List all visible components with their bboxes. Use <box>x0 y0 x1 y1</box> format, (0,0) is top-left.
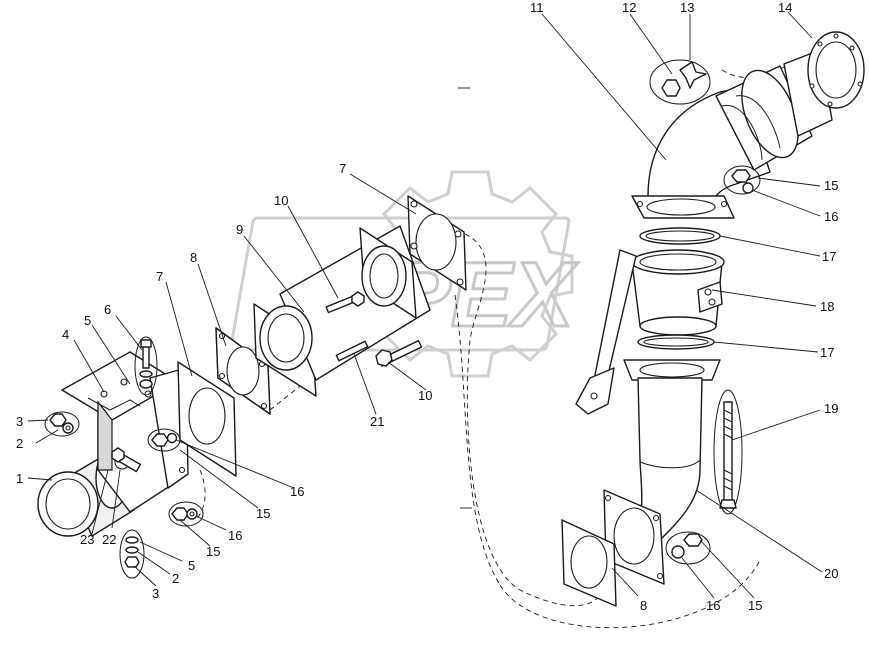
callout-21: 21 <box>370 414 384 429</box>
callout-16: 16 <box>824 209 838 224</box>
callout-1: 1 <box>16 471 23 486</box>
callout-16: 16 <box>228 528 242 543</box>
callout-5: 5 <box>188 558 195 573</box>
callout-16: 16 <box>290 484 304 499</box>
callout-13: 13 <box>680 0 694 15</box>
lower-elbow-20 <box>603 359 721 585</box>
clamp-ring-17-lower <box>637 334 715 350</box>
callout-8: 8 <box>190 250 197 265</box>
nut-washer-lower-right <box>665 531 711 565</box>
nut-washer-left <box>44 411 80 437</box>
callout-3: 3 <box>152 586 159 601</box>
callout-3: 3 <box>16 414 23 429</box>
callout-10: 10 <box>418 388 432 403</box>
callout-5: 5 <box>84 313 91 328</box>
gasket-14 <box>807 31 865 109</box>
callout-15: 15 <box>748 598 762 613</box>
clamp-18 <box>575 249 725 415</box>
callout-10: 10 <box>274 193 288 208</box>
callout-15: 15 <box>256 506 270 521</box>
callout-22: 22 <box>102 532 116 547</box>
stud-21 <box>335 340 369 362</box>
callout-18: 18 <box>820 299 834 314</box>
gasket-7-left <box>177 361 237 477</box>
callout-9: 9 <box>236 222 243 237</box>
callout-4: 4 <box>62 327 69 342</box>
callout-15: 15 <box>824 178 838 193</box>
flange-sleeve-9 <box>253 225 431 397</box>
callout-12: 12 <box>622 0 636 15</box>
callout-7: 7 <box>156 269 163 284</box>
bolt-assembly-6 <box>134 336 158 396</box>
clamp-ring-17-upper <box>639 227 721 245</box>
callout-15: 15 <box>206 544 220 559</box>
gasket-8-lower <box>561 519 617 607</box>
callouts: 1 2 2 3 3 4 5 5 6 7 7 8 8 9 10 10 11 12 … <box>16 0 838 613</box>
nut-washer-upper-right <box>723 165 761 195</box>
callout-17: 17 <box>820 345 834 360</box>
washer-stack-bottom <box>119 529 145 579</box>
nut-12-clip-13 <box>649 59 711 105</box>
callout-8: 8 <box>640 598 647 613</box>
callout-17: 17 <box>822 249 836 264</box>
gasket-7-right <box>407 195 467 291</box>
bolt-22 <box>111 447 142 473</box>
gasket-8-left <box>215 327 271 415</box>
leader-lines <box>27 11 823 599</box>
callout-2: 2 <box>172 571 179 586</box>
callout-2: 2 <box>16 436 23 451</box>
callout-19: 19 <box>824 401 838 416</box>
nut-washer-lower <box>168 501 204 527</box>
callout-11: 11 <box>530 0 544 15</box>
bolt-19 <box>713 389 743 515</box>
upper-elbow-11 <box>631 49 833 219</box>
callout-6: 6 <box>104 302 111 317</box>
callout-14: 14 <box>778 0 792 15</box>
callout-7: 7 <box>339 161 346 176</box>
callout-16: 16 <box>706 598 720 613</box>
callout-20: 20 <box>824 566 838 581</box>
callout-23: 23 <box>80 532 94 547</box>
